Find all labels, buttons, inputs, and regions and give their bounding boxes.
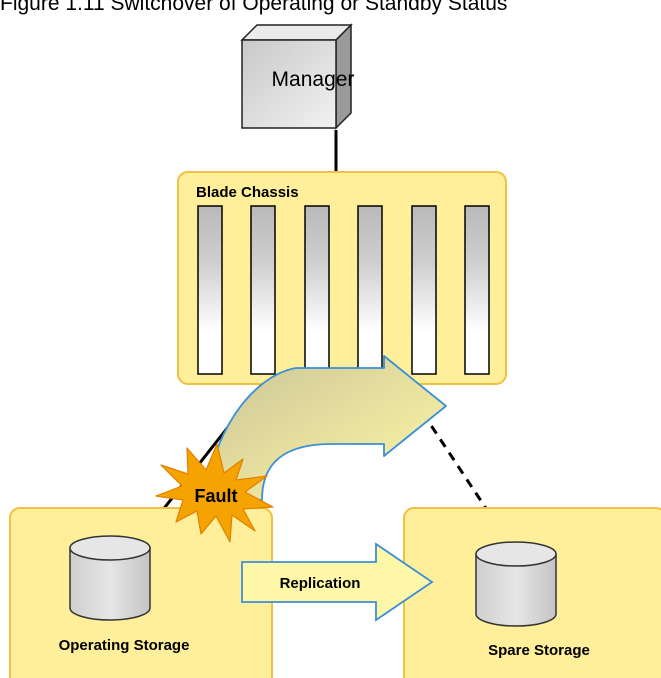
- operating-storage-label: Operating Storage: [59, 637, 190, 654]
- figure-caption: Figure 1.11 Switchover of Operating or S…: [0, 0, 508, 15]
- chassis-spare-dashed-line: [403, 385, 493, 517]
- spare-storage-disk-icon: [475, 541, 557, 627]
- fault-burst-icon: Fault: [155, 443, 274, 543]
- blade-6: [464, 205, 490, 375]
- manager-label: Manager: [272, 68, 355, 91]
- manager-box: Manager: [240, 23, 355, 130]
- blade-4: [357, 205, 383, 375]
- operating-storage-box: Operating Storage: [9, 507, 273, 678]
- blade-3: [304, 205, 330, 375]
- operating-storage-disk-icon: [69, 535, 151, 621]
- blade-1: [197, 205, 223, 375]
- spare-storage-label: Spare Storage: [488, 642, 590, 659]
- replication-arrow: Replication: [241, 542, 434, 622]
- fault-label: Fault: [195, 486, 238, 506]
- blade-chassis: Blade Chassis: [177, 171, 507, 385]
- spare-storage-box: Spare Storage: [403, 507, 661, 678]
- blade-2: [250, 205, 276, 375]
- blade-chassis-label: Blade Chassis: [196, 184, 299, 201]
- replication-label: Replication: [280, 575, 361, 592]
- blade-5: [411, 205, 437, 375]
- switchover-arrow: [207, 355, 447, 501]
